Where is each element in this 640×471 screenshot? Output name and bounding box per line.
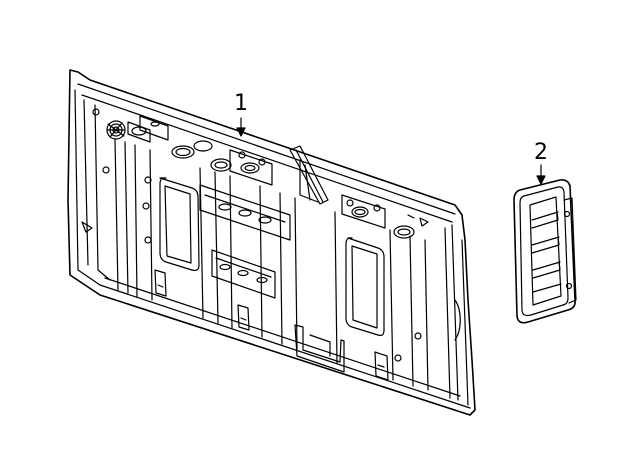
callout-number-2: 2	[534, 140, 548, 165]
callout-number-1: 1	[234, 91, 248, 116]
vent-panel-part-2	[513, 179, 577, 324]
callout-leader-2	[536, 164, 546, 185]
callout-leader-1	[236, 117, 246, 137]
back-panel-part-1	[67, 69, 476, 416]
